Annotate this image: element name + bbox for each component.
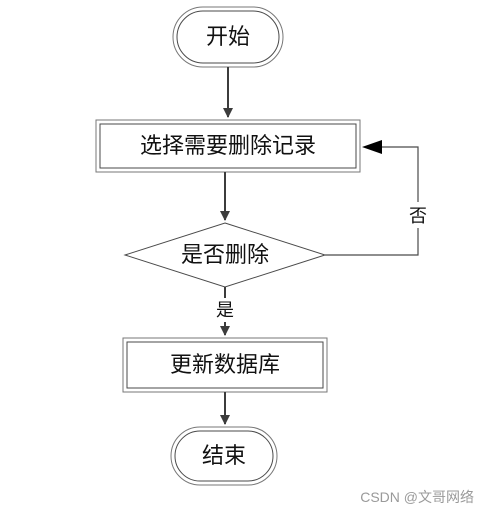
yes-branch-label: 是 — [216, 300, 234, 321]
no-branch-label: 否 — [409, 206, 427, 227]
watermark-text: CSDN @文哥网络 — [360, 489, 474, 505]
end-label: 结束 — [202, 444, 246, 469]
no-branch-arrowhead — [362, 140, 382, 154]
end-node: 结束 — [170, 426, 278, 486]
start-label: 开始 — [206, 25, 250, 50]
yes-label-bg — [212, 298, 238, 322]
select-record-label: 选择需要删除记录 — [140, 134, 316, 159]
no-label-bg — [405, 202, 431, 228]
select-record-node: 选择需要删除记录 — [95, 119, 361, 173]
start-node: 开始 — [172, 6, 284, 68]
decision-node: 是否删除 — [123, 222, 327, 288]
no-branch-line — [325, 146, 419, 256]
update-db-node: 更新数据库 — [122, 337, 328, 393]
decision-label: 是否删除 — [181, 243, 269, 268]
update-db-label: 更新数据库 — [170, 353, 280, 378]
